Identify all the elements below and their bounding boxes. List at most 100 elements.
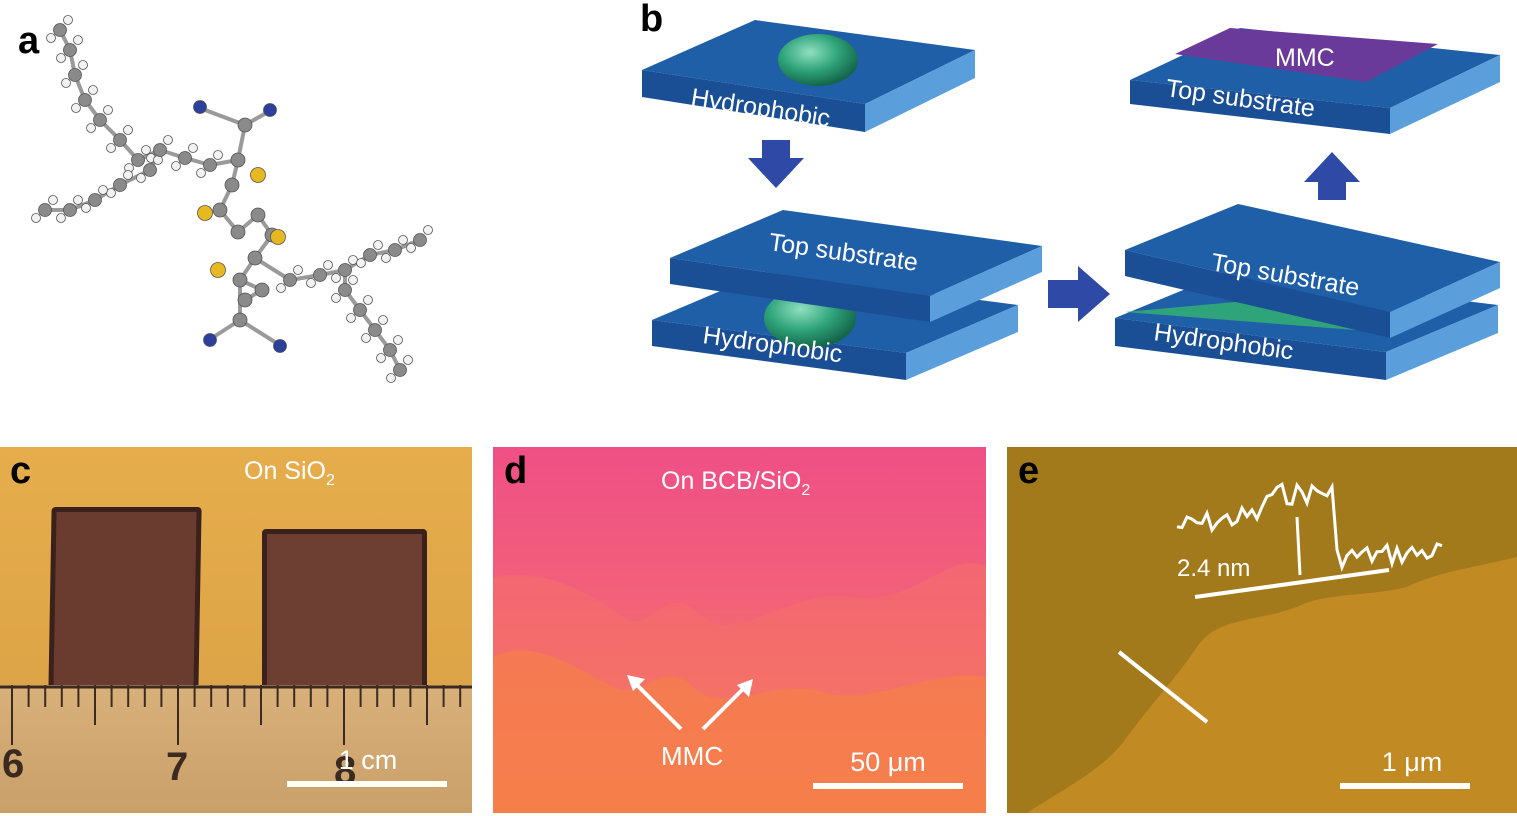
hydrogen-atom xyxy=(373,240,383,250)
panel-letter-d: d xyxy=(504,450,528,492)
hydrogen-atom xyxy=(78,60,88,70)
height-marker xyxy=(1295,516,1302,576)
carbon-atom xyxy=(143,163,157,177)
hydrogen-atom xyxy=(361,333,371,343)
carbon-atom xyxy=(237,117,253,133)
carbon-atom xyxy=(113,178,127,192)
hydrogen-atom xyxy=(81,203,91,213)
scalebar-e xyxy=(1340,783,1470,789)
carbon-atom xyxy=(313,268,327,282)
sample-right xyxy=(262,529,427,691)
down-arrow xyxy=(748,140,804,188)
hydrogen-atom xyxy=(123,170,133,180)
hydrogen-atom xyxy=(378,315,388,325)
carbon-atom xyxy=(38,203,52,217)
domain-regions xyxy=(493,562,986,813)
carbon-atom xyxy=(247,250,263,266)
carbon-atom xyxy=(368,323,382,337)
hydrogen-atom xyxy=(141,145,151,155)
carbon-atom xyxy=(393,363,407,377)
carbon-atom xyxy=(230,152,246,168)
mmc-arrows xyxy=(627,675,753,731)
step4-top-substrate-with-mmc: MMC Top substrate xyxy=(1130,28,1500,134)
hydrogen-atom xyxy=(348,275,358,285)
carbon-atom xyxy=(63,43,77,57)
hydrogen-atom xyxy=(98,185,108,195)
molecule-ball-stick-model xyxy=(31,15,433,383)
nitrogen-atom xyxy=(263,103,277,117)
sulfur-atom xyxy=(210,262,226,278)
carbon-atom xyxy=(53,23,67,37)
mmc-arrow-label: MMC xyxy=(661,741,724,771)
carbon-atom xyxy=(250,207,266,223)
scalebar-c xyxy=(287,781,447,787)
afm-image-e: 2.4 nm 1 μm xyxy=(1007,447,1517,813)
hydrogen-atom xyxy=(213,150,223,160)
carbon-atom xyxy=(283,273,297,287)
hydrogen-atom xyxy=(106,143,116,153)
hydrogen-atom xyxy=(86,123,96,133)
hydrogen-atom xyxy=(56,53,66,63)
hydrogen-atom xyxy=(171,161,181,171)
ruler-ticks xyxy=(0,685,472,745)
sulfur-atom xyxy=(250,167,266,183)
panel-letter-a: a xyxy=(18,20,40,62)
thin-film xyxy=(1125,302,1360,330)
process-schematic: Hydrophobic Hydrophobic Top substrate xyxy=(642,20,1500,380)
height-profile xyxy=(1117,481,1443,724)
hydrogen-atom xyxy=(103,105,113,115)
hydrogen-atom xyxy=(356,258,366,268)
profile-line-marker xyxy=(1117,650,1209,724)
right-arrow xyxy=(1048,266,1110,322)
hydrogen-atom xyxy=(331,293,341,303)
carbon-atom xyxy=(353,303,367,317)
hydrogen-atom xyxy=(306,278,316,288)
carbon-atom xyxy=(363,248,377,262)
hydrogen-atom xyxy=(381,253,391,263)
step2-sandwich: Hydrophobic Top substrate xyxy=(652,210,1042,380)
scale-label-c: 1 cm xyxy=(338,745,398,775)
carbon-atom xyxy=(338,263,352,277)
hydrogen-atom xyxy=(31,213,41,223)
carbon-atom xyxy=(413,233,427,247)
hydrogen-atom xyxy=(163,135,173,145)
hydrogen-atom xyxy=(73,195,83,205)
sample-left xyxy=(48,507,202,692)
carbon-atom xyxy=(254,282,270,298)
sulfur-atom xyxy=(197,205,213,221)
hydrogen-atom xyxy=(63,15,73,25)
hydrogen-atom xyxy=(196,168,206,178)
carbon-atom xyxy=(212,202,228,218)
carbon-atom xyxy=(383,343,397,357)
hydrogen-atom xyxy=(393,335,403,345)
photo-d-bcb: On BCB/SiO2 MMC 50 μm xyxy=(493,447,986,813)
hydrogen-atom xyxy=(406,243,416,253)
sulfur-atom xyxy=(270,229,286,245)
scalebar-d xyxy=(813,783,963,789)
hydrogen-atom xyxy=(123,125,133,135)
carbon-atom xyxy=(232,272,248,288)
carbon-atom xyxy=(88,193,102,207)
panel-letter-b: b xyxy=(640,0,664,40)
mmc-film xyxy=(1175,28,1438,82)
hydrogen-atom xyxy=(48,195,58,205)
hydrogen-atom xyxy=(188,143,198,153)
caption-c: On SiO2 xyxy=(244,457,335,489)
hydrogen-atom xyxy=(276,283,286,293)
scale-label-e: 1 μm xyxy=(1381,747,1443,777)
carbon-atom xyxy=(388,243,402,257)
profile-trace xyxy=(1176,481,1443,573)
carbon-atom xyxy=(237,292,253,308)
hydrogen-atom xyxy=(136,173,146,183)
droplet xyxy=(778,34,858,86)
hydrogen-atom xyxy=(386,373,396,383)
afm-terraces xyxy=(1007,447,1517,813)
ruler-number-7: 7 xyxy=(166,745,189,789)
carbon-atom xyxy=(203,158,217,172)
carbon-atom xyxy=(68,68,82,82)
hydrogen-atom xyxy=(71,103,81,113)
caption-d: On BCB/SiO2 xyxy=(661,467,811,499)
up-arrow xyxy=(1304,152,1360,200)
panel-letter-e: e xyxy=(1018,450,1040,492)
